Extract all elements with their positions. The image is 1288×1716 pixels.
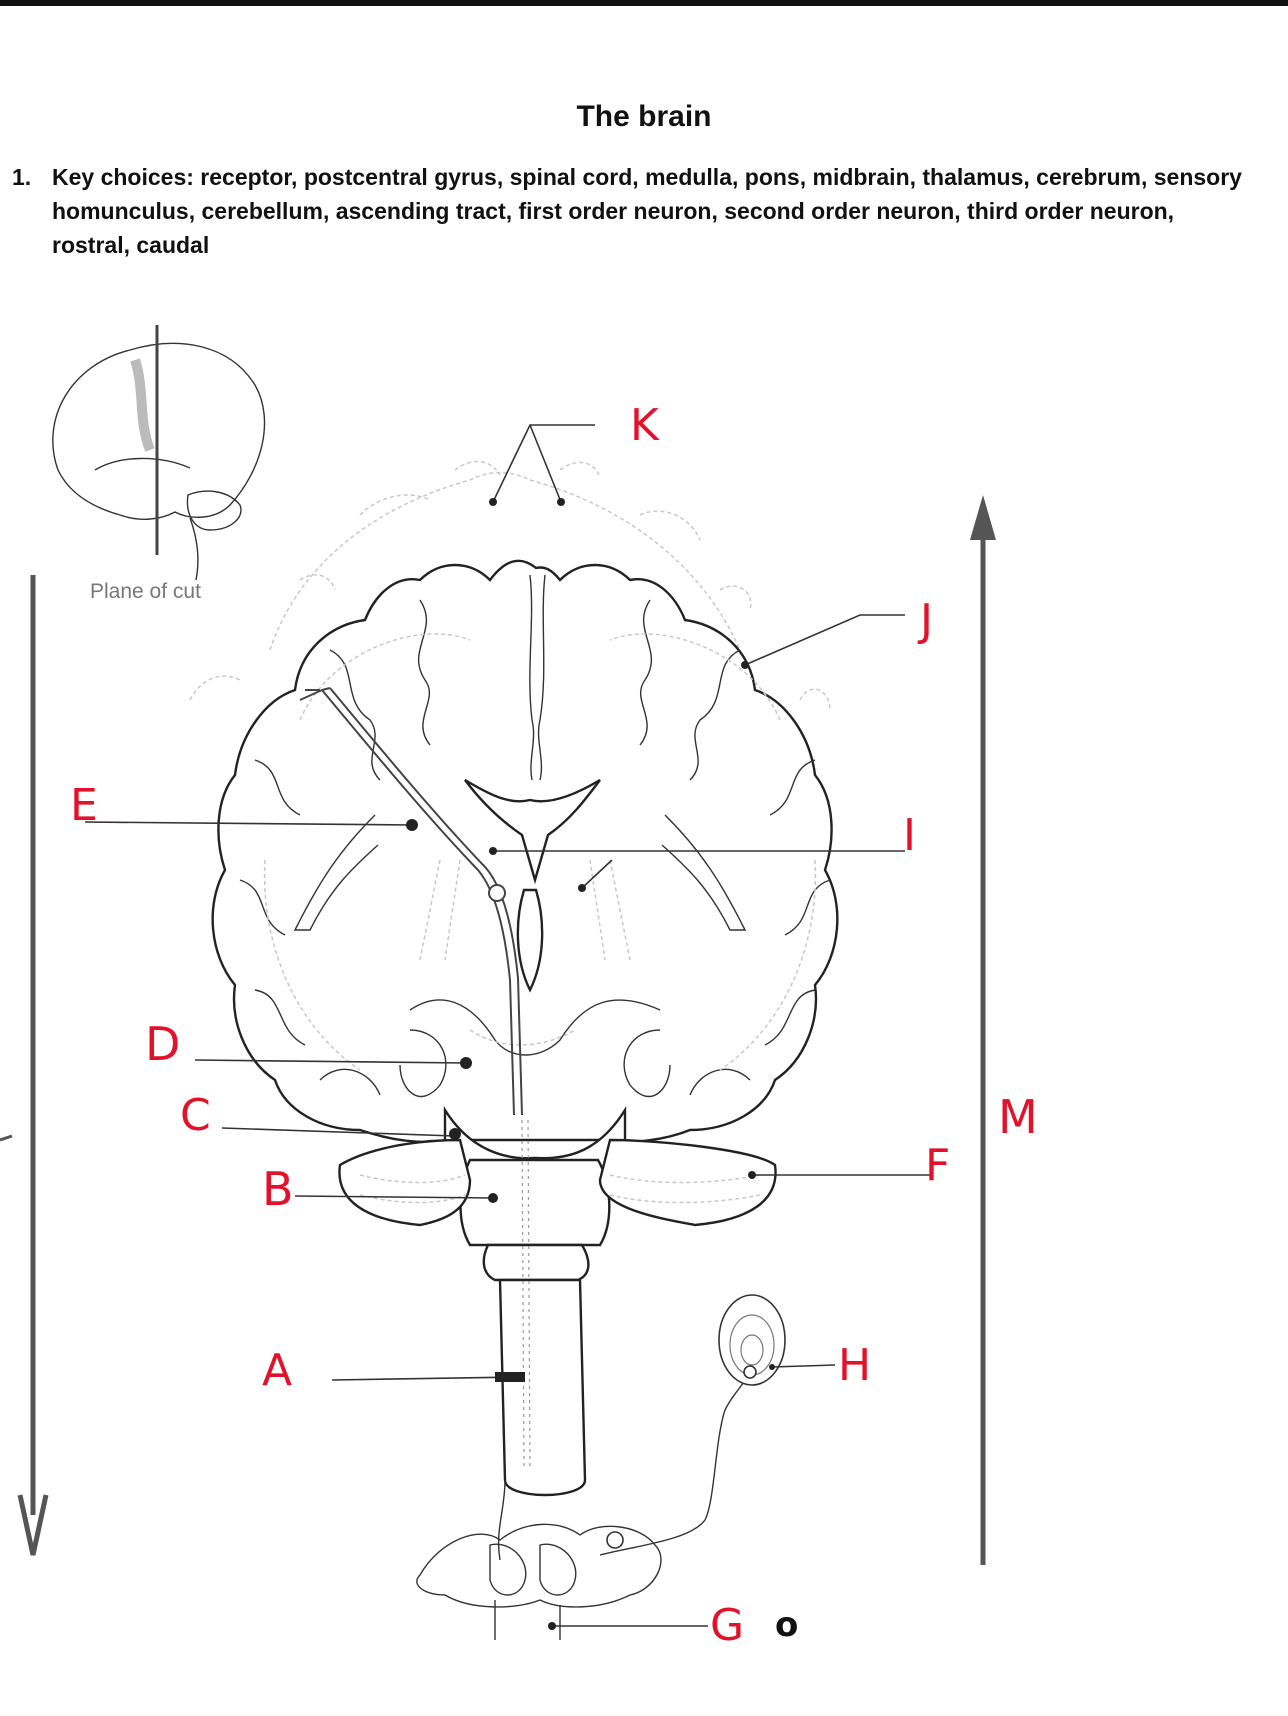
caudal-arrow <box>0 575 49 1556</box>
top-border <box>0 0 1288 6</box>
key-choices-text: Key choices: receptor, postcentral gyrus… <box>52 164 1242 258</box>
label-I: I <box>903 810 916 861</box>
label-K: K <box>630 400 660 451</box>
leader-K <box>489 424 595 506</box>
question-number: 1. <box>12 164 32 190</box>
spinal-cord-section <box>416 1369 751 1640</box>
leader-E <box>84 819 418 831</box>
leader-C <box>221 1127 461 1140</box>
ascending-tract <box>299 687 523 1116</box>
leader-B <box>294 1193 498 1203</box>
stray-mark: o <box>775 1605 798 1645</box>
label-A: A <box>262 1345 292 1396</box>
plane-of-cut-label: Plane of cut <box>90 580 201 603</box>
brainstem <box>338 1105 777 1497</box>
rostral-arrow <box>970 495 996 1565</box>
leader-I <box>489 847 905 892</box>
page-title: The brain <box>576 100 712 133</box>
leader-A <box>331 1372 525 1382</box>
label-M: M <box>998 1090 1038 1144</box>
label-C: C <box>180 1090 211 1141</box>
receptor <box>718 1294 786 1386</box>
sensory-homunculus <box>189 460 831 711</box>
inset-brain-lateral <box>52 325 266 581</box>
leader-J <box>741 614 905 669</box>
label-E: E <box>70 780 98 831</box>
label-G: G <box>710 1600 744 1651</box>
leader-H <box>769 1364 836 1370</box>
question-1: 1. Key choices: receptor, postcentral gy… <box>12 160 1252 262</box>
label-H: H <box>838 1340 871 1391</box>
leader-D <box>194 1057 472 1069</box>
label-B: B <box>262 1162 294 1216</box>
label-D: D <box>145 1017 180 1071</box>
leader-G <box>548 1622 708 1630</box>
leader-F <box>748 1171 930 1179</box>
label-J: J <box>917 595 933 646</box>
label-F: F <box>925 1140 950 1191</box>
